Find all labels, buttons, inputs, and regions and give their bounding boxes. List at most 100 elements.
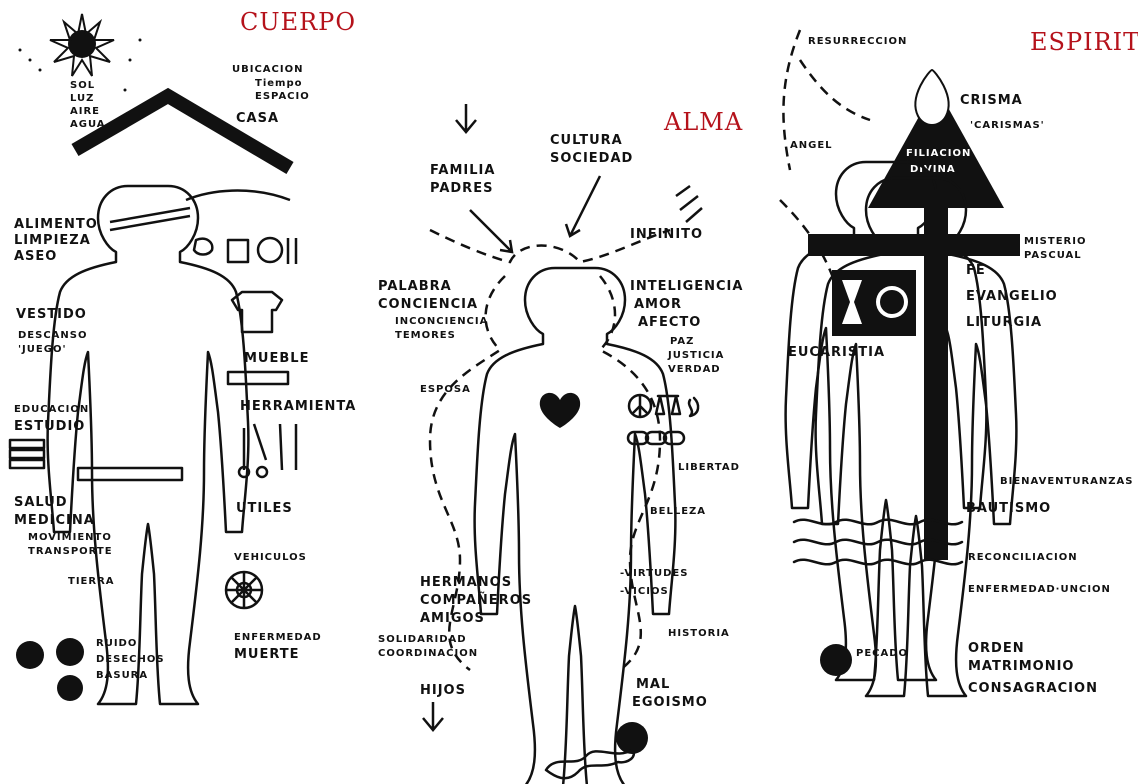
temores-label: TEMORES bbox=[395, 330, 456, 341]
limpieza-label: LIMPIEZA bbox=[14, 233, 91, 248]
peace-justice-icons bbox=[629, 395, 698, 417]
coordinacion-label: COORDINACION bbox=[378, 648, 478, 659]
conciencia-label: CONCIENCIA bbox=[378, 297, 478, 312]
alma-panel: ALMA FAMILIA PADRES CULTURA SOCIEDAD INF… bbox=[378, 104, 743, 784]
espacio-label: ESPACIO bbox=[255, 91, 310, 102]
cuerpo-panel: CUERPO SOL LUZ AIRE AGUA UBICACION Tiemp… bbox=[10, 8, 356, 704]
books-icon bbox=[10, 440, 44, 468]
matrimonio-label: MATRIMONIO bbox=[968, 659, 1074, 674]
basura-label: BASURA bbox=[96, 670, 148, 681]
aseo-label: ASEO bbox=[14, 249, 57, 264]
hermanos-label: HERMANOS bbox=[420, 575, 512, 590]
misterio-label: MISTERIO bbox=[1024, 236, 1086, 247]
desechos-label: DESECHOS bbox=[96, 654, 165, 665]
descanso-label: DESCANSO bbox=[18, 330, 87, 341]
cross-horizontal bbox=[808, 234, 1020, 256]
consagracion-label: CONSAGRACION bbox=[968, 681, 1098, 696]
serpent-icon bbox=[546, 750, 634, 778]
orden-label: ORDEN bbox=[968, 641, 1025, 656]
resurrection-dashes bbox=[780, 30, 870, 300]
muerte-label: MUERTE bbox=[234, 647, 300, 662]
tierra-label: TIERRA bbox=[68, 576, 115, 587]
companeros-label: COMPAÑEROS bbox=[420, 592, 532, 608]
egoismo-label: EGOISMO bbox=[632, 695, 708, 710]
movimiento-label: MOVIMIENTO bbox=[28, 532, 112, 543]
mal-label: MAL bbox=[636, 677, 670, 692]
amor-label: AMOR bbox=[634, 297, 682, 312]
oil-drop-icon bbox=[915, 70, 948, 125]
alma-title: ALMA bbox=[663, 108, 743, 136]
medicina-label: MEDICINA bbox=[14, 513, 95, 528]
educacion-label: EDUCACION bbox=[14, 404, 89, 415]
chalice-host-icon bbox=[832, 270, 916, 336]
amigos-label: AMIGOS bbox=[420, 611, 485, 626]
enfermedad-label: ENFERMEDAD bbox=[234, 632, 322, 643]
sun-label-3: AIRE bbox=[70, 106, 100, 117]
infinito-label: INFINITO bbox=[630, 227, 703, 242]
pecado-label: PECADO bbox=[856, 648, 908, 659]
casa-label: CASA bbox=[236, 111, 279, 126]
vehiculos-label: VEHICULOS bbox=[234, 552, 307, 563]
alimento-label: ALIMENTO bbox=[14, 217, 98, 232]
virtudes-label: -VIRTUDES bbox=[620, 568, 688, 579]
wheel-icon bbox=[226, 572, 262, 608]
hijos-label: HIJOS bbox=[420, 683, 466, 698]
paz-label: PAZ bbox=[670, 336, 694, 347]
down-arrow-icon bbox=[456, 104, 476, 132]
crisma-label: CRISMA bbox=[960, 93, 1023, 108]
esposa-label: ESPOSA bbox=[420, 384, 471, 395]
hijos-arrow-icon bbox=[423, 702, 443, 730]
justicia-label: JUSTICIA bbox=[667, 350, 724, 361]
sociedad-label: SOCIEDAD bbox=[550, 151, 633, 166]
infinito-rays bbox=[676, 186, 702, 222]
eucaristia-label: EUCARISTIA bbox=[788, 345, 885, 360]
waste-icon bbox=[16, 638, 84, 701]
tableware-icon bbox=[186, 191, 296, 264]
belleza-label: BELLEZA bbox=[650, 506, 706, 517]
herramienta-label: HERRAMIENTA bbox=[240, 399, 356, 414]
juego-label: 'JUEGO' bbox=[18, 344, 67, 355]
cuerpo-figure bbox=[48, 186, 249, 704]
reconciliacion-label: RECONCILIACION bbox=[968, 552, 1078, 563]
heart-icon bbox=[540, 393, 580, 428]
study-desk-icon bbox=[78, 468, 182, 480]
vestido-label: VESTIDO bbox=[16, 307, 87, 322]
palabra-label: PALABRA bbox=[378, 279, 452, 294]
cultura-arrow-icon bbox=[566, 176, 600, 236]
furniture-icon bbox=[228, 372, 288, 384]
padres-label: PADRES bbox=[430, 181, 493, 196]
bautismo-label: BAUTISMO bbox=[966, 501, 1051, 516]
transporte-label: TRANSPORTE bbox=[28, 546, 113, 557]
espiritu-title: ESPIRITU bbox=[1030, 28, 1138, 56]
sin-ball-icon bbox=[820, 644, 852, 676]
historia-label: HISTORIA bbox=[668, 628, 730, 639]
ubicacion-label: UBICACION bbox=[232, 64, 303, 75]
uncion-label: ENFERMEDAD·UNCION bbox=[968, 584, 1111, 595]
afecto-label: AFECTO bbox=[638, 315, 701, 330]
angel-label: ANGEL bbox=[790, 140, 833, 151]
verdad-label: VERDAD bbox=[668, 364, 721, 375]
food-lines bbox=[110, 208, 190, 230]
liturgia-label: LITURGIA bbox=[966, 315, 1042, 330]
carismas-label: 'CARISMAS' bbox=[970, 120, 1045, 131]
solidaridad-label: SOLIDARIDAD bbox=[378, 634, 467, 645]
vicios-label: -VICIOS bbox=[620, 586, 669, 597]
salud-label: SALUD bbox=[14, 495, 68, 510]
bienaventuranzas-label: BIENAVENTURANZAS bbox=[1000, 476, 1134, 487]
sun-label-1: SOL bbox=[70, 80, 95, 91]
ruido-label: RUIDO bbox=[96, 638, 137, 649]
estudio-label: ESTUDIO bbox=[14, 419, 85, 434]
evangelio-label: EVANGELIO bbox=[966, 289, 1058, 304]
libertad-label: LIBERTAD bbox=[678, 462, 740, 473]
familia-label: FAMILIA bbox=[430, 163, 495, 178]
tiempo-label: Tiempo bbox=[255, 78, 302, 89]
pascual-label: PASCUAL bbox=[1024, 250, 1082, 261]
sun-label-2: LUZ bbox=[70, 93, 94, 104]
espiritu-panel: ESPIRITU RESURRECCION ANGEL CRISMA 'CARI… bbox=[780, 28, 1138, 696]
inconciencia-label: INCONCIENCIA bbox=[395, 316, 488, 327]
roof-icon bbox=[75, 96, 290, 168]
inteligencia-label: INTELIGENCIA bbox=[630, 279, 743, 294]
filiacion-label: FILIACION bbox=[906, 148, 971, 159]
familia-arrow-icon bbox=[470, 210, 512, 252]
